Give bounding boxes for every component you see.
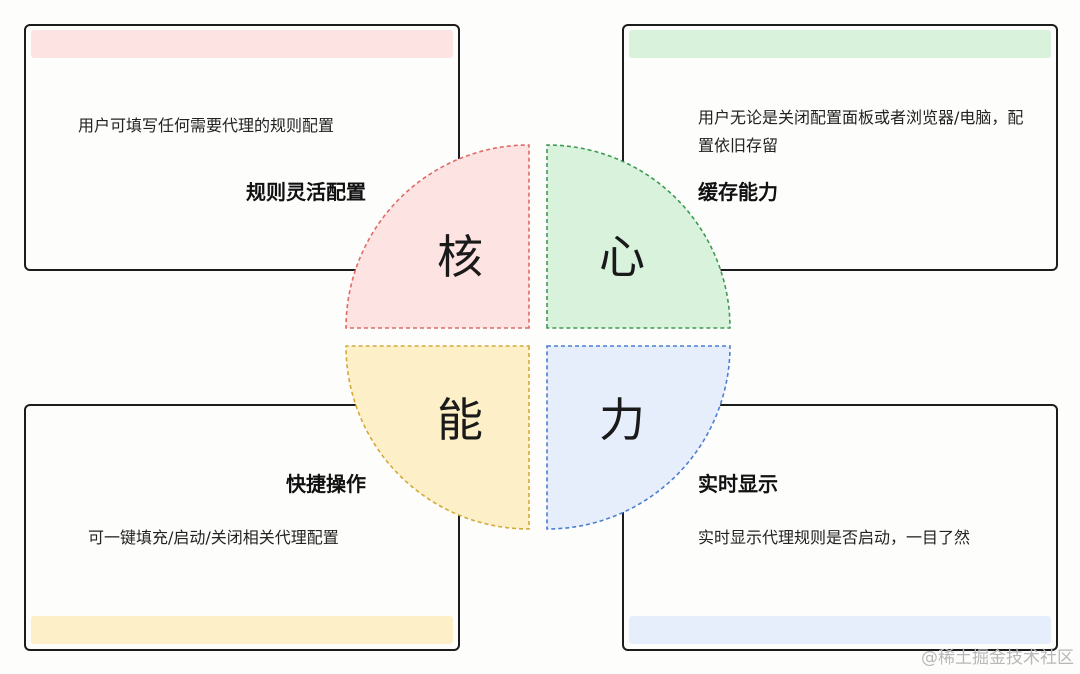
quadrant-label: 力 xyxy=(599,393,645,447)
quadrant-label: 能 xyxy=(437,393,483,447)
card-rule-config: 用户可填写任何需要代理的规则配置 规则灵活配置 xyxy=(24,24,460,271)
card-description: 用户无论是关闭配置面板或者浏览器/电脑，配置依旧存留 xyxy=(698,108,1024,155)
card-title: 实时显示 xyxy=(698,472,778,496)
card-title: 缓存能力 xyxy=(698,180,778,204)
card-title: 规则灵活配置 xyxy=(246,180,366,204)
card-accent-strip xyxy=(31,616,453,644)
card-description: 用户可填写任何需要代理的规则配置 xyxy=(78,116,335,135)
card-title: 快捷操作 xyxy=(286,472,366,496)
card-description: 实时显示代理规则是否启动，一目了然 xyxy=(698,528,971,547)
card-accent-strip xyxy=(629,616,1051,644)
quadrant-label: 心 xyxy=(599,230,645,284)
quadrant-top-right xyxy=(546,144,731,329)
quadrant-label: 核 xyxy=(437,230,483,284)
card-accent-strip xyxy=(629,30,1051,58)
card-quick-actions: 快捷操作 可一键填充/启动/关闭相关代理配置 xyxy=(24,404,460,651)
quadrant-bottom-left xyxy=(345,345,530,530)
card-description: 可一键填充/启动/关闭相关代理配置 xyxy=(88,528,339,547)
quadrant-top-left xyxy=(345,144,530,329)
quadrant-bottom-right xyxy=(546,345,731,530)
watermark: @稀土掘金技术社区 xyxy=(921,648,1074,668)
card-accent-strip xyxy=(31,30,453,58)
